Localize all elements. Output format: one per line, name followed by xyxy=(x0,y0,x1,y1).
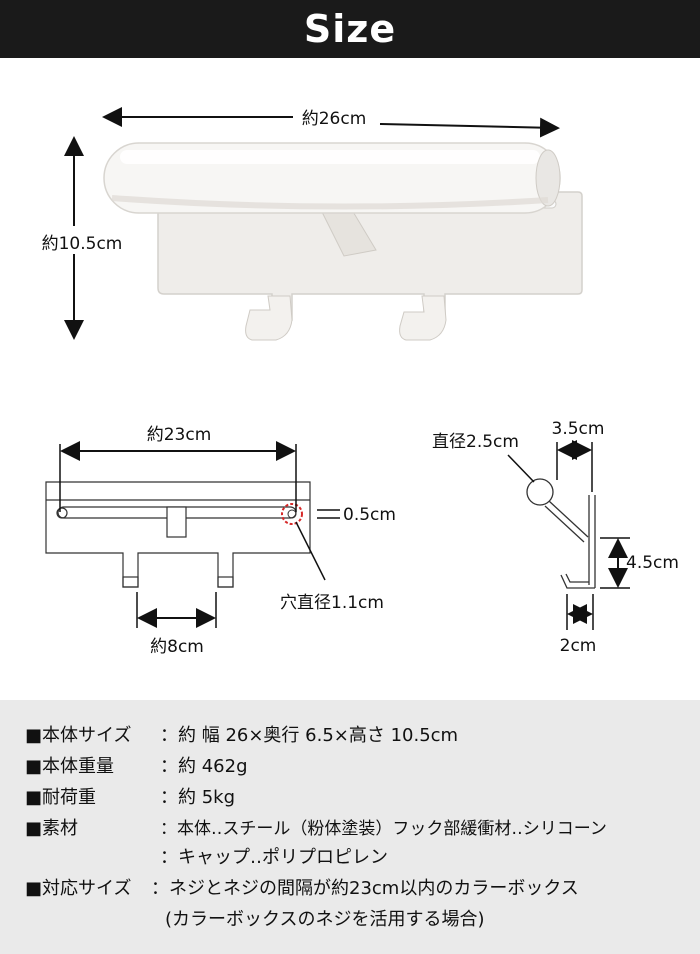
spec-value: ：約 幅 26×奥行 6.5×高さ 10.5cm xyxy=(160,725,459,746)
hook-height-label: 4.5cm xyxy=(626,553,679,573)
bar-diameter-label: 直径2.5cm xyxy=(432,432,519,452)
spec-key: ■対応サイズ xyxy=(25,878,132,899)
spec-key: ■耐荷重 xyxy=(25,787,97,808)
hook-width-label: 2cm xyxy=(560,636,597,656)
spec-row-weight: ■本体重量 ：約 462g xyxy=(25,756,248,778)
spec-row-size: ■本体サイズ ：約 幅 26×奥行 6.5×高さ 10.5cm xyxy=(25,725,458,747)
spec-row-material: ■素材 ：本体‥スチール（粉体塗装）フック部緩衝材‥シリコーン xyxy=(25,818,607,840)
spec-key: ■本体重量 xyxy=(25,756,115,777)
hole-label: 穴直径1.1cm xyxy=(280,593,384,613)
spec-row-compat: ■対応サイズ ：ネジとネジの間隔が約23cm以内のカラーボックス xyxy=(25,878,579,900)
header-bar: Size xyxy=(0,0,700,58)
offset-label: 0.5cm xyxy=(343,505,396,525)
size-diagram: 約26cm 約10.5cm 約23cm 0.5cm 穴直径1.1cm 約8cm xyxy=(42,107,679,657)
width-label: 約26cm xyxy=(302,109,367,129)
hook-gap-label: 約8cm xyxy=(150,637,204,657)
spec-panel: ■本体サイズ ：約 幅 26×奥行 6.5×高さ 10.5cm ■本体重量 ：約… xyxy=(0,700,700,954)
front-view-drawing xyxy=(45,481,311,588)
spec-row-load: ■耐荷重 ：約 5kg xyxy=(25,787,235,809)
spec-value: ：約 5kg xyxy=(160,787,236,808)
hole-marker xyxy=(281,503,303,525)
spec-value: ：約 462g xyxy=(160,756,248,777)
spec-value: ：ネジとネジの間隔が約23cm以内のカラーボックス xyxy=(151,878,579,899)
depth-label: 3.5cm xyxy=(552,419,605,439)
spec-value: ：キャップ‥ポリプロピレン xyxy=(160,847,389,868)
product-illustration xyxy=(103,142,583,341)
spec-value: (カラーボックスのネジを活用する場合) xyxy=(165,909,485,930)
header-title: Size xyxy=(303,7,397,51)
spec-value: ：本体‥スチール（粉体塗装）フック部緩衝材‥シリコーン xyxy=(160,819,607,839)
side-view-drawing xyxy=(526,478,596,589)
span-label: 約23cm xyxy=(147,425,212,445)
spec-key: ■本体サイズ xyxy=(25,725,132,746)
spec-key: ■素材 xyxy=(25,818,79,839)
height-label: 約10.5cm xyxy=(42,234,123,254)
